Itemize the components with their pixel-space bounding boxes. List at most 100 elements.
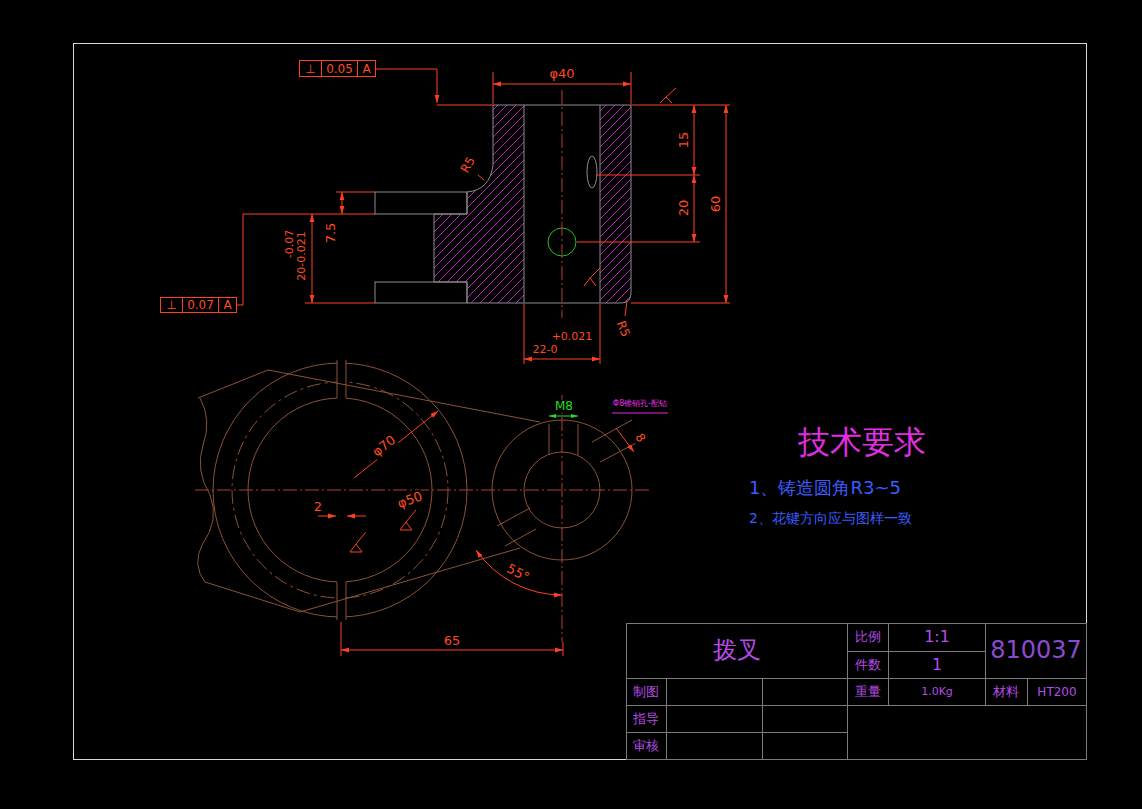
dimension: 20	[677, 199, 691, 218]
dimension: 8	[632, 431, 648, 446]
drawing-stroke	[847, 651, 985, 652]
drawing-stroke	[600, 304, 601, 364]
tolerance-frame: ⊥0.05A	[299, 60, 376, 77]
drawing-stroke	[847, 623, 848, 760]
dimension-lines	[231, 69, 730, 552]
plan-view	[195, 355, 652, 642]
dimension: 2	[313, 500, 323, 514]
dimension: 15	[677, 131, 691, 150]
drawing-stroke	[762, 678, 763, 760]
drawing-stroke	[497, 508, 530, 526]
drawing-stroke	[563, 642, 564, 656]
title-block-grid	[626, 623, 1087, 760]
drawing-stroke	[584, 268, 600, 286]
drawing-stroke	[476, 550, 562, 595]
drawing-stroke	[74, 44, 1087, 760]
drawing-stroke	[577, 242, 700, 243]
frame-cell: ⊥	[161, 298, 183, 312]
drawing-stroke	[231, 214, 243, 305]
drawing-stroke	[625, 301, 627, 316]
table-cell: 审核	[632, 739, 660, 753]
frame-cell: 0.05	[322, 61, 358, 76]
dimension: 65	[443, 634, 462, 648]
drawing-stroke	[493, 72, 494, 104]
tolerance-frame: ⊥0.07A	[160, 297, 237, 313]
drawing-stroke	[562, 395, 563, 642]
drawing-stroke	[312, 214, 313, 303]
drawing-stroke	[337, 355, 346, 401]
drawing-stroke	[524, 105, 600, 106]
frame-cell: ⊥	[300, 61, 322, 76]
drawing-stroke	[524, 359, 600, 360]
table-cell: 制图	[632, 685, 660, 699]
drawing-stroke	[354, 411, 438, 478]
tolerance: +0.021	[551, 331, 594, 343]
drawing-stroke	[346, 582, 347, 620]
tolerance: -0.07	[284, 229, 296, 259]
drawing-stroke	[434, 105, 524, 303]
drawing-stroke	[549, 424, 550, 455]
drawing-stroke	[341, 622, 342, 656]
dimension: 20-0.021	[296, 230, 308, 281]
drawing-stroke	[350, 532, 366, 552]
radius-label: R5	[458, 154, 478, 176]
frame-cell: A	[358, 61, 375, 76]
part-name: 拨叉	[712, 638, 762, 663]
table-cell: 件数	[854, 658, 882, 672]
drawing-stroke	[375, 192, 467, 214]
dimension: 60	[709, 195, 723, 214]
drawing-stroke	[666, 678, 667, 760]
drawing-stroke	[616, 428, 634, 452]
drawing-stroke	[694, 105, 695, 175]
hole-note: Φ8锥销孔-配钻	[612, 400, 668, 408]
drawing-stroke	[198, 370, 540, 422]
drawing-stroke	[337, 360, 338, 398]
drawing-stroke	[505, 529, 536, 546]
drawing-stroke	[562, 90, 563, 318]
drawing-stroke	[524, 304, 525, 364]
frame-cell: 0.07	[183, 298, 219, 312]
table-cell: 重量	[854, 685, 882, 699]
drawing-stroke	[726, 105, 727, 303]
drawing-stroke	[626, 732, 847, 733]
dimension: 7.5	[324, 222, 338, 245]
drawing-stroke	[596, 175, 700, 176]
drawing-stroke	[375, 282, 467, 303]
drawing-stroke	[346, 360, 347, 398]
radius-label: R5	[614, 318, 632, 339]
drawing-stroke	[612, 413, 668, 414]
drawing-stroke	[631, 303, 730, 304]
drawing-stroke	[626, 705, 1087, 706]
note: 1、铸造圆角R3~5	[748, 479, 902, 498]
drawing-stroke	[305, 303, 375, 304]
table-cell: 材料	[992, 685, 1020, 699]
drawing-stroke	[631, 72, 632, 104]
angle-label: 55°	[504, 561, 533, 585]
section-view	[375, 90, 631, 318]
table-cell: HT200	[1036, 686, 1077, 699]
drawing-stroke	[243, 214, 375, 215]
plan-dimensions	[318, 411, 668, 656]
drawing-stroke	[1027, 678, 1028, 705]
dimension: φ40	[548, 67, 575, 81]
drawing-stroke	[493, 84, 631, 85]
drawing-stroke	[631, 105, 730, 106]
dimension: φ50	[395, 489, 425, 511]
thread-label: M8	[554, 400, 574, 413]
notes-heading: 技术要求	[797, 426, 927, 460]
drawing-stroke	[337, 580, 346, 626]
drawing-number: 810037	[989, 638, 1083, 663]
drawing-stroke	[205, 548, 520, 612]
drawing-stroke	[578, 424, 579, 455]
table-cell: 指导	[632, 712, 660, 726]
drawing-stroke	[626, 678, 1087, 679]
drawing-stroke	[478, 175, 484, 180]
drawing-stroke	[592, 420, 632, 442]
sheet-border	[74, 44, 1087, 760]
dimension: 22-0	[532, 344, 559, 356]
drawing-stroke	[342, 192, 343, 214]
drawing-stroke	[600, 442, 638, 462]
drawing-stroke	[318, 516, 336, 517]
drawing-stroke	[400, 510, 416, 530]
